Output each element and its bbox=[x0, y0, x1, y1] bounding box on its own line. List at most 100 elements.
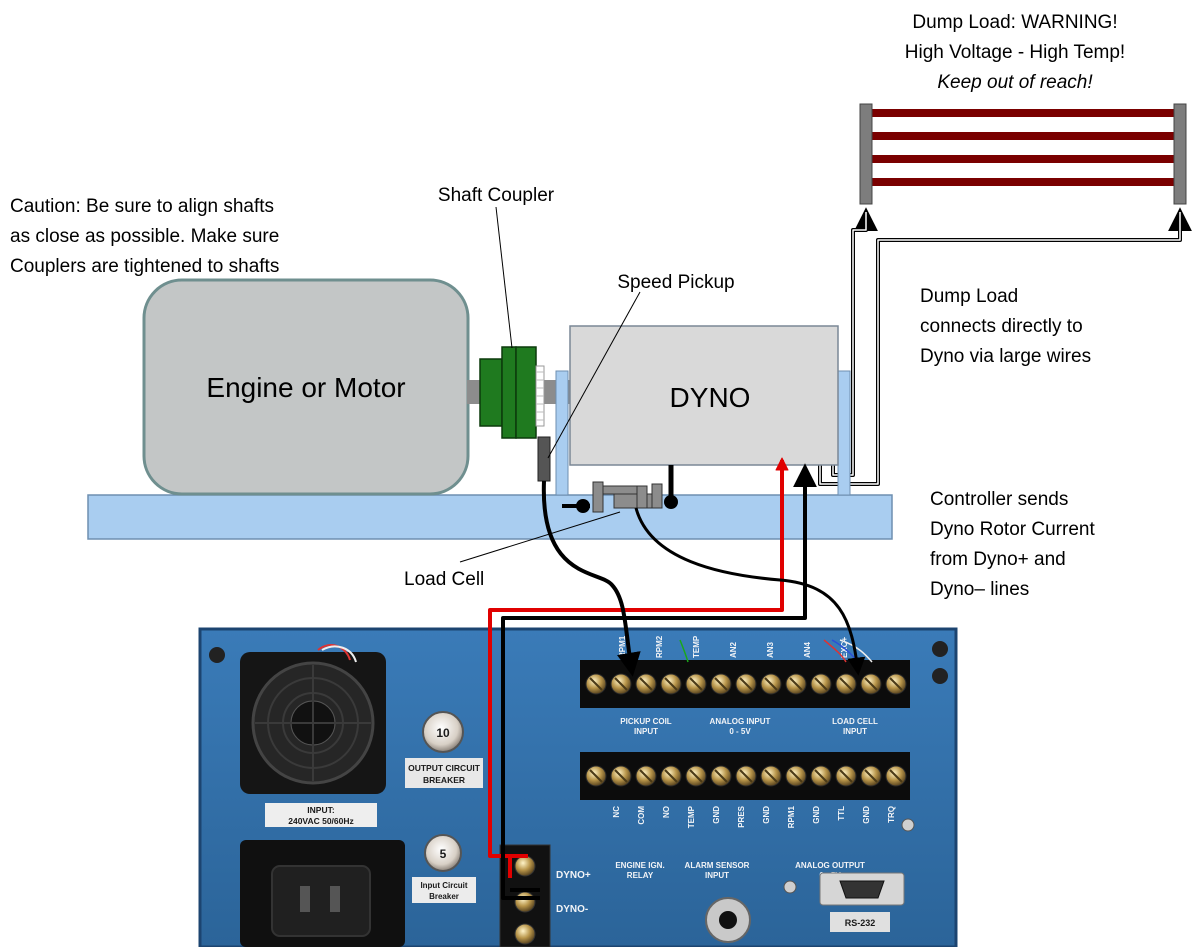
engine-label: Engine or Motor bbox=[206, 372, 405, 403]
dyno-right-stand bbox=[837, 370, 851, 496]
load-cell-input-label: LOAD CELL bbox=[832, 717, 878, 726]
bottom-terminal-label: GND bbox=[862, 806, 871, 824]
caution-text-line2: as close as possible. Make sure bbox=[10, 226, 279, 247]
terminal-screw-slot bbox=[664, 769, 678, 783]
resistor-bar bbox=[866, 109, 1176, 117]
terminal-screw-slot bbox=[614, 769, 628, 783]
load-cell-leader bbox=[459, 511, 621, 563]
controller-panel: 10 OUTPUT CIRCUIT BREAKER INPUT: 240VAC … bbox=[198, 627, 958, 947]
output-circuit-text: OUTPUT CIRCUIT bbox=[408, 763, 481, 773]
panel-screw bbox=[932, 668, 948, 684]
input-breaker-text: Breaker bbox=[429, 892, 459, 901]
terminal-screw-slot bbox=[714, 677, 728, 691]
analog-output-label: ANALOG OUTPUT bbox=[795, 861, 865, 870]
input-circuit-breaker[interactable] bbox=[424, 834, 462, 872]
top-terminal-label: TEMP bbox=[692, 635, 701, 658]
dump-load-left-post bbox=[859, 103, 873, 205]
output-breaker-plate bbox=[405, 758, 483, 788]
pickup-coil-label: PICKUP COIL bbox=[620, 717, 672, 726]
dyno-plus-label: DYNO+ bbox=[556, 870, 591, 881]
controller-wiring bbox=[488, 457, 866, 900]
dyno-minus-terminal[interactable] bbox=[514, 891, 536, 913]
shaft-coupler-leader bbox=[495, 206, 513, 349]
top-terminal-label: RPM2 bbox=[655, 635, 664, 658]
output-circuit-breaker[interactable] bbox=[422, 711, 464, 753]
input-power-spec: 240VAC 50/60Hz bbox=[288, 816, 354, 826]
engine-ign-label: ENGINE IGN. bbox=[615, 861, 664, 870]
terminal-screw-slot bbox=[864, 769, 878, 783]
terminal-screw-slot bbox=[814, 769, 828, 783]
load-cell-label: Load Cell bbox=[404, 569, 484, 590]
bottom-terminal-label: NO bbox=[662, 806, 671, 818]
terminal-screw-slot bbox=[764, 677, 778, 691]
dyno-minus-label: DYNO- bbox=[556, 904, 588, 915]
load-cell bbox=[562, 465, 678, 513]
output-breaker-number: 10 bbox=[436, 726, 450, 740]
terminal-screw-slot bbox=[739, 769, 753, 783]
bottom-terminal-label: GND bbox=[812, 806, 821, 824]
rs232-label-plate bbox=[830, 912, 890, 932]
top-terminal-label: AN2 bbox=[729, 641, 738, 658]
dump-load-right-post bbox=[1173, 103, 1187, 205]
dyno-body bbox=[569, 325, 839, 466]
input-circuit-text: Input Circuit bbox=[420, 881, 467, 890]
shaft-coupler-label: Shaft Coupler bbox=[438, 185, 555, 206]
terminal-screw-slot bbox=[664, 677, 678, 691]
load-cell-input-sub: INPUT bbox=[843, 727, 867, 736]
dyno-minus-wire bbox=[501, 463, 817, 900]
terminal-screw-slot bbox=[889, 769, 903, 783]
dump-load-wires bbox=[818, 207, 1192, 486]
caution-text-line3: Couplers are tightened to shafts bbox=[10, 256, 279, 277]
relay-label: RELAY bbox=[627, 871, 654, 880]
top-terminal-label: AN4 bbox=[803, 641, 812, 658]
dump-load: Dump Load: WARNING! High Voltage - High … bbox=[859, 12, 1187, 205]
resistor-bar bbox=[866, 132, 1176, 140]
alarm-sensor-label: ALARM SENSOR bbox=[685, 861, 750, 870]
terminal-screw-slot bbox=[689, 769, 703, 783]
bottom-terminal-label: RPM1 bbox=[787, 805, 796, 828]
dump-load-caution: Keep out of reach! bbox=[937, 72, 1093, 93]
top-terminal-label: AN3 bbox=[766, 641, 775, 658]
top-terminal-label: EXC+ bbox=[840, 637, 849, 658]
panel-grommet-hole bbox=[719, 911, 737, 929]
analog-input-label: ANALOG INPUT bbox=[710, 717, 771, 726]
bottom-terminal-strip bbox=[580, 752, 910, 800]
controller-text-line2: Dyno Rotor Current bbox=[930, 519, 1095, 540]
dyno-terminal-screw bbox=[514, 923, 536, 945]
rs232-port[interactable]: RS-232 bbox=[819, 872, 905, 932]
terminal-screw-slot bbox=[639, 677, 653, 691]
terminal-screw-slot bbox=[814, 677, 828, 691]
base-plate bbox=[87, 494, 893, 540]
terminal-screw-slot bbox=[839, 677, 853, 691]
terminal-screw-slot bbox=[589, 769, 603, 783]
input-breaker-plate bbox=[412, 877, 476, 903]
caution-text-line1: Caution: Be sure to align shafts bbox=[10, 196, 274, 217]
dump-load-resistors bbox=[866, 109, 1176, 186]
terminal-screw-slot bbox=[789, 677, 803, 691]
pickup-coil-input-label: INPUT bbox=[634, 727, 658, 736]
panel-screw bbox=[932, 641, 948, 657]
dump-load-warning: High Voltage - High Temp! bbox=[905, 42, 1125, 63]
rs232-label: RS-232 bbox=[845, 918, 876, 928]
resistor-bar bbox=[866, 155, 1176, 163]
top-terminal-label: RPM1 bbox=[618, 635, 627, 658]
output-breaker-text: BREAKER bbox=[423, 775, 465, 785]
controller-text-line1: Controller sends bbox=[930, 489, 1068, 510]
terminal-screw-slot bbox=[789, 769, 803, 783]
terminal-screw-slot bbox=[864, 677, 878, 691]
speed-pickup-cable bbox=[541, 480, 641, 677]
terminal-screw-slot bbox=[639, 769, 653, 783]
terminal-screw-slot bbox=[739, 677, 753, 691]
panel-screw bbox=[209, 647, 225, 663]
controller-text-line3: from Dyno+ and bbox=[930, 549, 1066, 570]
bottom-terminal-label: TRQ bbox=[887, 806, 896, 823]
dyno-plus-terminal[interactable] bbox=[514, 855, 536, 877]
input-power-label-plate bbox=[265, 803, 377, 827]
resistor-bar bbox=[866, 178, 1176, 186]
analog-input-range: 0 - 5V bbox=[729, 727, 751, 736]
bottom-terminal-label: PRES bbox=[737, 805, 746, 827]
alarm-input-label: INPUT bbox=[705, 871, 729, 880]
bottom-terminal-label: NC bbox=[612, 806, 621, 818]
bottom-terminal-label: TTL bbox=[837, 806, 846, 821]
